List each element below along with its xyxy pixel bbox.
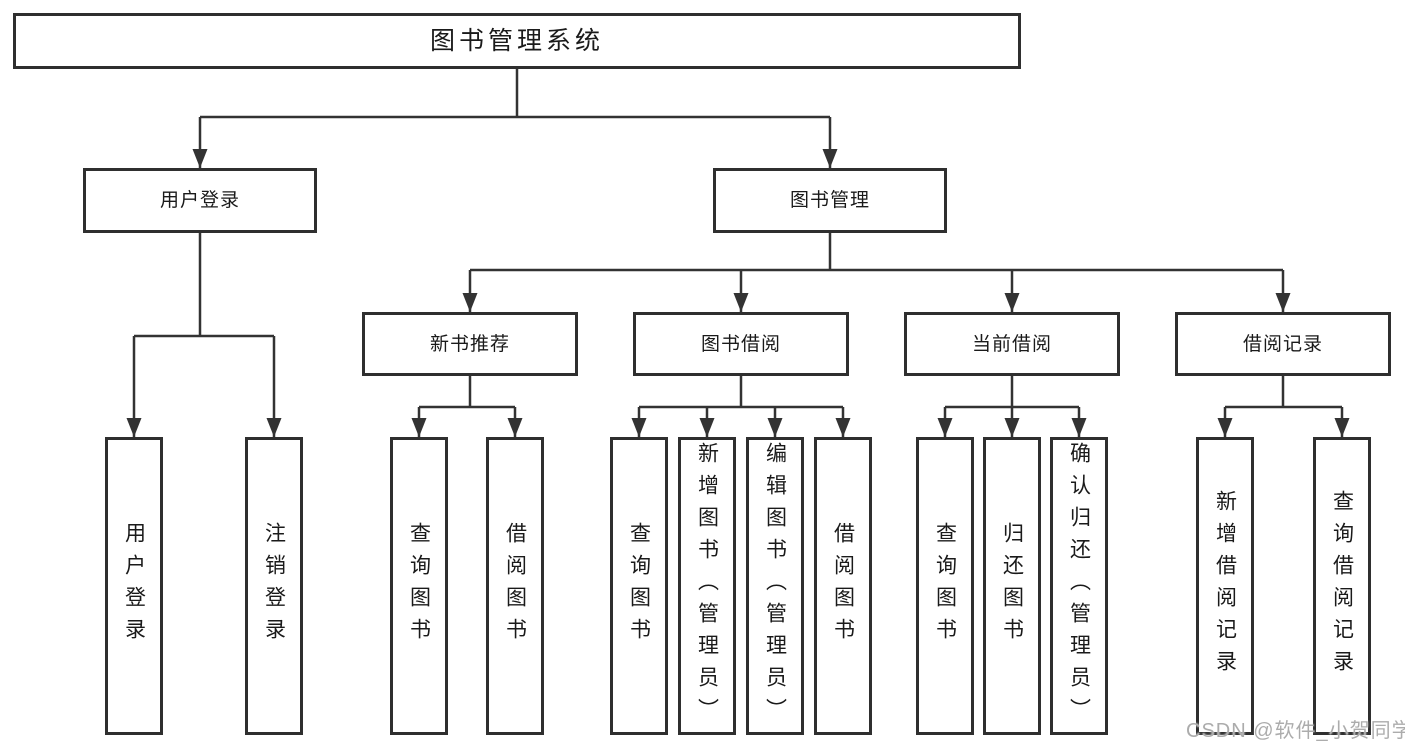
leaf-query-books-1: 查询图书 xyxy=(390,437,448,735)
leaf-edit-books-admin-label: 编辑图书（管理员） xyxy=(763,442,787,730)
leaf-add-borrow-record: 新增借阅记录 xyxy=(1196,437,1254,735)
arrowhead-icon xyxy=(1004,418,1020,437)
leaf-confirm-return-admin-label: 确认归还（管理员） xyxy=(1067,442,1091,730)
connector-group-user-login xyxy=(126,233,282,437)
leaf-query-books-3: 查询图书 xyxy=(916,437,974,735)
arrowhead-icon xyxy=(733,293,749,312)
arrowhead-icon xyxy=(126,418,142,437)
node-book-borrow-label: 图书借阅 xyxy=(700,333,781,355)
arrowhead-icon xyxy=(192,149,208,168)
arrowhead-icon xyxy=(835,418,851,437)
leaf-query-borrow-record-label: 查询借阅记录 xyxy=(1330,490,1354,682)
leaf-borrow-books-2-label: 借阅图书 xyxy=(831,522,855,650)
leaf-return-books: 归还图书 xyxy=(983,437,1041,735)
connector-group-current-borrow xyxy=(937,376,1087,437)
arrowhead-icon xyxy=(411,418,427,437)
leaf-borrow-books-2: 借阅图书 xyxy=(814,437,872,735)
leaf-borrow-books-1: 借阅图书 xyxy=(486,437,544,735)
connector-line xyxy=(417,376,517,437)
connector-group-new-book-recommend xyxy=(411,376,523,437)
node-borrow-records-label: 借阅记录 xyxy=(1242,333,1323,355)
connector-line xyxy=(132,233,276,437)
arrowhead-icon xyxy=(1217,418,1233,437)
connector-group-book-borrow xyxy=(631,376,851,437)
node-current-borrow-label: 当前借阅 xyxy=(971,333,1052,355)
arrowhead-icon xyxy=(266,418,282,437)
node-current-borrow: 当前借阅 xyxy=(904,312,1120,376)
arrowhead-icon xyxy=(462,293,478,312)
connector-line xyxy=(637,376,845,437)
arrowhead-icon xyxy=(1004,293,1020,312)
arrowhead-icon xyxy=(1334,418,1350,437)
leaf-add-books-admin-label: 新增图书（管理员） xyxy=(695,442,719,730)
leaf-add-borrow-record-label: 新增借阅记录 xyxy=(1213,490,1237,682)
arrowhead-icon xyxy=(699,418,715,437)
leaf-query-borrow-record: 查询借阅记录 xyxy=(1313,437,1371,735)
leaf-query-books-3-label: 查询图书 xyxy=(933,522,957,650)
arrowhead-icon xyxy=(767,418,783,437)
arrowhead-icon xyxy=(631,418,647,437)
arrowhead-icon xyxy=(822,149,838,168)
arrowhead-icon xyxy=(507,418,523,437)
leaf-query-books-2-label: 查询图书 xyxy=(627,522,651,650)
leaf-logout: 注销登录 xyxy=(245,437,303,735)
node-book-management-label: 图书管理 xyxy=(789,190,870,211)
leaf-add-books-admin: 新增图书（管理员） xyxy=(678,437,736,735)
arrowhead-icon xyxy=(1071,418,1087,437)
node-root-label: 图书管理系统 xyxy=(429,26,604,55)
leaf-return-books-label: 归还图书 xyxy=(1000,522,1024,650)
arrowhead-icon xyxy=(1275,293,1291,312)
connector-line xyxy=(198,69,832,168)
connector-group-borrow-records xyxy=(1217,376,1350,437)
node-book-borrow: 图书借阅 xyxy=(633,312,849,376)
node-new-book-recommend: 新书推荐 xyxy=(362,312,578,376)
leaf-user-login: 用户登录 xyxy=(105,437,163,735)
node-user-login-label: 用户登录 xyxy=(159,190,240,211)
leaf-borrow-books-1-label: 借阅图书 xyxy=(503,522,527,650)
csdn-watermark: CSDN @软件_小贺同学 xyxy=(1186,720,1405,742)
arrowhead-icon xyxy=(937,418,953,437)
connector-line xyxy=(468,233,1285,312)
leaf-query-books-1-label: 查询图书 xyxy=(407,522,431,650)
leaf-edit-books-admin: 编辑图书（管理员） xyxy=(746,437,804,735)
connector-group-book-management xyxy=(462,233,1291,312)
connector-group-root xyxy=(192,69,838,168)
leaf-logout-label: 注销登录 xyxy=(262,522,286,650)
node-new-book-recommend-label: 新书推荐 xyxy=(429,333,510,355)
leaf-query-books-2: 查询图书 xyxy=(610,437,668,735)
leaf-confirm-return-admin: 确认归还（管理员） xyxy=(1050,437,1108,735)
connector-line xyxy=(1223,376,1344,437)
node-book-management: 图书管理 xyxy=(713,168,947,233)
leaf-user-login-label: 用户登录 xyxy=(122,522,146,650)
node-root: 图书管理系统 xyxy=(13,13,1021,69)
node-borrow-records: 借阅记录 xyxy=(1175,312,1391,376)
node-user-login: 用户登录 xyxy=(83,168,317,233)
